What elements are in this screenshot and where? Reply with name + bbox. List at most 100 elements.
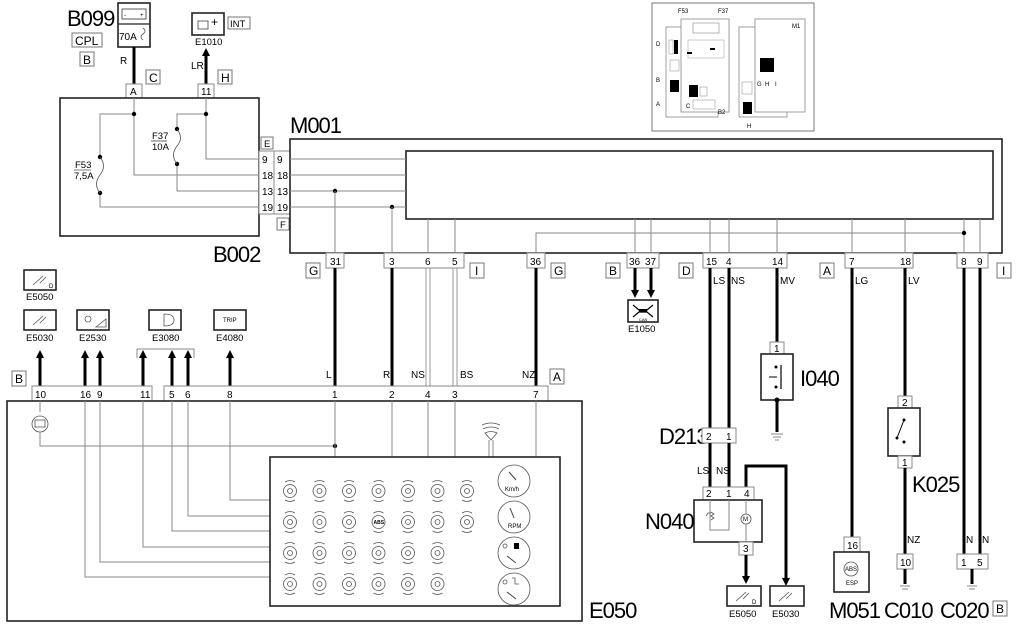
e2530-indicator[interactable] — [76, 309, 110, 331]
warning-lamp-grid: ABS — [283, 480, 474, 595]
wire-ls: LS — [713, 276, 726, 287]
tag-b099-b: B — [83, 53, 91, 67]
svg-text:36: 36 — [530, 257, 542, 268]
e5030-top-label: E5030 — [26, 333, 53, 344]
wire-r-b099: R — [120, 56, 127, 67]
warning-lamp-battery — [401, 511, 415, 533]
warning-lamp-coolant-level — [283, 511, 297, 533]
m051-label: M051 — [829, 598, 881, 623]
wire-nz: NZ — [522, 370, 535, 381]
svg-text:1: 1 — [726, 432, 732, 443]
warning-lamp-rear-fog — [283, 542, 297, 564]
b002-box[interactable] — [59, 97, 260, 237]
svg-text:8: 8 — [227, 390, 233, 401]
e5030-bottom-label: E5030 — [772, 609, 799, 620]
e5030-top-indicator[interactable] — [23, 309, 57, 331]
warning-lamp-seat-heat — [283, 573, 297, 595]
wire-d213-ls: LS — [697, 466, 710, 477]
svg-text:4: 4 — [726, 257, 732, 268]
b099-battery[interactable]: -+ 70A — [117, 2, 151, 48]
svg-text:9: 9 — [262, 155, 268, 166]
i040-switch[interactable] — [760, 353, 794, 401]
m001-inner-module — [405, 150, 994, 220]
e5030-bottom-indicator[interactable] — [769, 585, 805, 607]
svg-text:-: - — [124, 13, 126, 19]
warning-lamp-turn-right — [342, 573, 356, 595]
fusebox-locator-inset: F53 F37 D B A C B2 M1 G H I H — [651, 2, 815, 132]
svg-text:14: 14 — [772, 257, 784, 268]
svg-text:15: 15 — [706, 257, 718, 268]
svg-text:C: C — [686, 104, 691, 110]
ground-icon — [771, 433, 783, 441]
e3080-label: E3080 — [152, 333, 179, 344]
e1050-can-node[interactable]: CAN — [627, 299, 659, 323]
d213-label: D213 — [659, 424, 708, 449]
svg-text:6: 6 — [185, 390, 191, 401]
n040-pins: 2 1 4 — [706, 489, 750, 500]
ground-icon-c010 — [900, 585, 910, 590]
n040-label: N040 — [645, 509, 694, 534]
wire-r: R — [383, 370, 390, 381]
warning-lamp-preheat — [430, 480, 445, 502]
gauges: Km/h RPM — [497, 464, 531, 606]
svg-text:9: 9 — [977, 257, 983, 268]
svg-text:1: 1 — [332, 390, 338, 401]
svg-text:16: 16 — [80, 390, 92, 401]
pin-i040-1: 1 — [774, 344, 780, 355]
wire-ns: NS — [411, 370, 425, 381]
temperature-gauge — [497, 572, 531, 606]
b002-label: B002 — [213, 242, 261, 267]
e5050-bottom-indicator[interactable]: D — [726, 585, 762, 607]
svg-text:1: 1 — [726, 489, 732, 500]
pin-k025-1: 1 — [902, 458, 908, 469]
tag-h: H — [221, 71, 230, 85]
svg-text:B: B — [609, 264, 617, 278]
svg-text:18: 18 — [262, 171, 274, 182]
e050-label: E050 — [589, 598, 637, 623]
svg-text:H: H — [765, 82, 769, 88]
svg-text:13: 13 — [262, 187, 274, 198]
pin-e1010-11: 11 — [201, 87, 212, 98]
svg-text:F37: F37 — [718, 9, 729, 15]
svg-text:13: 13 — [277, 187, 289, 198]
svg-text:2: 2 — [706, 432, 712, 443]
b099-label: B099 — [67, 6, 115, 31]
e3080-indicator[interactable] — [148, 309, 182, 331]
e1010-indicator[interactable]: + — [191, 12, 225, 36]
warning-lamp-side-lights — [401, 542, 415, 564]
f37-label: F37 — [152, 131, 168, 142]
warning-lamp-low-beam — [342, 542, 356, 564]
svg-text:B2: B2 — [718, 110, 726, 116]
k025-switch[interactable] — [887, 407, 921, 457]
e4080-label: E4080 — [216, 333, 243, 344]
svg-text:36: 36 — [629, 257, 641, 268]
speedometer-gauge: Km/h — [497, 464, 531, 498]
svg-text:M: M — [743, 517, 748, 523]
warning-lamp-ABS: ABS — [371, 511, 386, 533]
svg-text:D: D — [49, 284, 54, 290]
pin-b099-a: A — [130, 87, 137, 98]
tag-b-e050: B — [15, 372, 23, 386]
b002-pins: 9 18 13 19 9 18 13 19 — [262, 155, 289, 214]
int-tag: INT — [230, 19, 246, 30]
e5050-bottom-label: E5050 — [729, 609, 756, 620]
warning-lamp-door-ajar — [401, 573, 415, 595]
pin-c020-1: 1 — [961, 558, 967, 569]
svg-text:3: 3 — [389, 257, 395, 268]
svg-text:11: 11 — [140, 390, 151, 401]
e050-connectors: 10 16 9 11 5 6 8 1 2 4 3 7 — [31, 385, 549, 402]
n040-pump-motor[interactable]: M — [693, 499, 763, 543]
i040-label: I040 — [800, 366, 840, 391]
svg-text:19: 19 — [262, 203, 274, 214]
svg-text:G: G — [309, 264, 318, 278]
m051-esp-module[interactable]: ABS ESP — [833, 551, 870, 593]
f37-fuse-icon — [173, 128, 181, 165]
svg-text:4: 4 — [425, 390, 431, 401]
e5050-top-indicator[interactable]: D — [23, 269, 57, 291]
warning-lamp-trailer-hazard — [342, 511, 356, 533]
svg-text:G: G — [757, 82, 762, 88]
svg-text:RPM: RPM — [508, 524, 521, 530]
svg-text:6: 6 — [425, 257, 431, 268]
m001-label: M001 — [290, 113, 342, 138]
e4080-indicator[interactable]: TRIP — [213, 309, 247, 331]
